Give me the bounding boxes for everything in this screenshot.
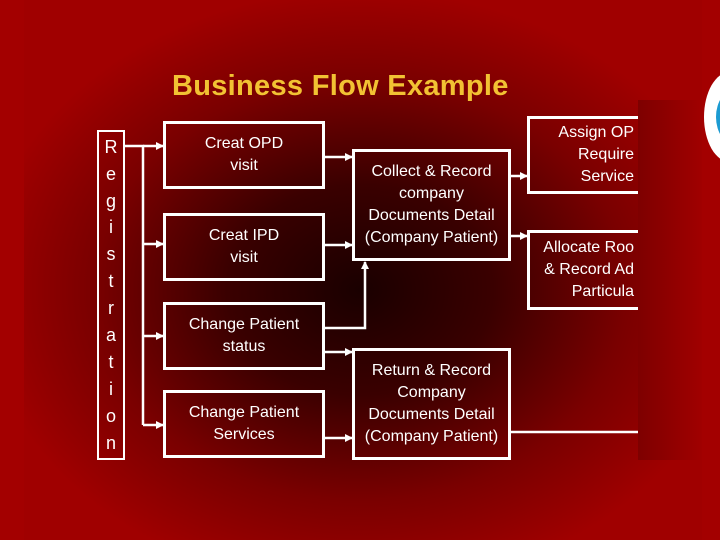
node-allocate-room: Allocate Roo & Record Ad Particula [527,230,667,310]
node-change-patient-services: Change Patient Services [163,390,325,458]
node-line: visit [230,249,258,266]
node-creat-opd-visit: Creat OPD visit [163,121,325,189]
node-line: Allocate Roo [543,239,634,256]
logo [704,72,720,162]
node-return-record-documents: Return & Record Company Documents Detail… [352,348,511,460]
node-creat-ipd-visit: Creat IPD visit [163,213,325,281]
registration-letter: n [105,433,116,453]
node-line: company [399,185,464,202]
node-line: (Company Patient) [364,229,499,246]
registration-letter: s [106,244,116,264]
node-line: Creat OPD [204,135,284,152]
node-line: Creat IPD [208,227,280,244]
node-line: Change Patient [188,404,300,421]
node-line: Documents Detail [368,406,495,423]
registration-letter: e [105,164,116,184]
registration-letter: a [105,325,116,345]
slide-border-left [0,0,24,540]
registration-letter: o [105,406,116,426]
node-line: Return & Record [371,362,492,379]
node-line: Assign OP [558,124,634,141]
slide-title: Business Flow Example [172,70,509,102]
slide-right-shade [638,100,702,460]
logo-emblem [716,88,720,146]
node-line: Change Patient [188,316,300,333]
node-line: Service [580,168,634,185]
registration-letter: r [108,298,114,318]
node-line: Particula [571,283,634,300]
node-line: & Record Ad [544,261,634,278]
node-assign-opd-services: Assign OP Require Service [527,116,667,194]
node-collect-record-documents: Collect & Record company Documents Detai… [352,149,511,261]
registration-trunk-line [125,144,145,425]
node-line: visit [230,157,258,174]
node-line: Collect & Record [371,163,492,180]
arrow-status-to-collect [324,261,369,330]
registration-letter: g [105,191,116,211]
registration-column: R e g i s t r a t i o n [97,130,125,460]
registration-letter: i [109,217,113,237]
node-change-patient-status: Change Patient status [163,302,325,370]
registration-letter: i [109,379,113,399]
registration-letter: t [108,352,114,372]
node-line: Company [397,384,466,401]
node-line: (Company Patient) [364,428,499,445]
registration-letter: R [104,137,118,157]
node-line: Require [577,146,634,163]
node-line: status [222,338,266,355]
node-line: Services [213,426,275,443]
node-line: Documents Detail [368,207,495,224]
registration-letter: t [108,271,114,291]
